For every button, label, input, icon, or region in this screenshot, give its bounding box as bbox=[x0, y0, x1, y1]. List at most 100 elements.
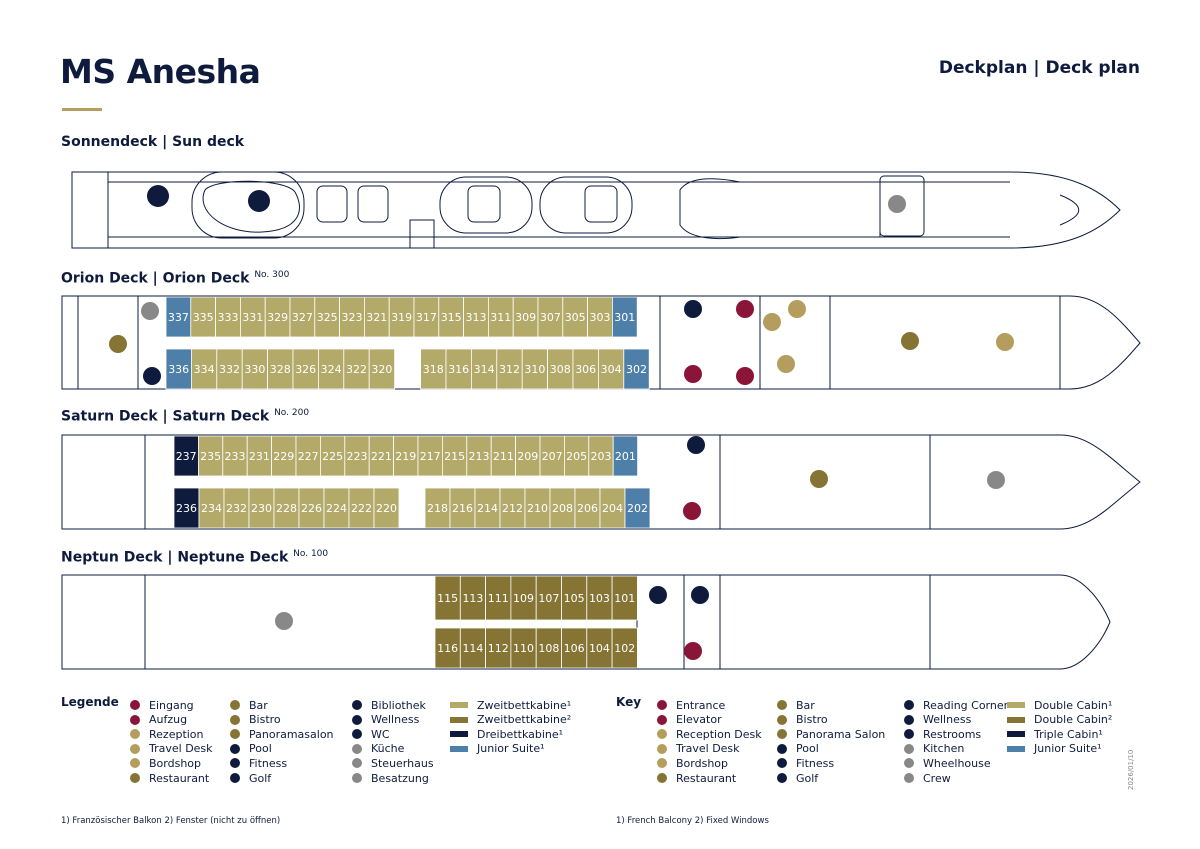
document-id: 2026/01/10 bbox=[1127, 749, 1135, 790]
legend-symbol-icon bbox=[657, 700, 667, 710]
legend-de-item: Junior Suite¹ bbox=[450, 742, 545, 756]
orion-cabin-321 bbox=[363, 296, 390, 338]
legend-de-item: Pool bbox=[230, 742, 272, 756]
legend-de-item: Rezeption bbox=[130, 727, 204, 741]
orion-cabin-number-313: 313 bbox=[466, 311, 487, 324]
neptun-cabin-number-107: 107 bbox=[538, 592, 559, 605]
legend-symbol-icon bbox=[230, 714, 240, 725]
saturn-cabin-number-214: 214 bbox=[477, 502, 498, 515]
neptun-cabin-number-109: 109 bbox=[513, 592, 534, 605]
saturn-cabin-224 bbox=[323, 487, 350, 529]
legend-label: Double Cabin¹ bbox=[1034, 698, 1113, 712]
orion-cabin-number-332: 332 bbox=[219, 363, 240, 376]
orion-cabin-305 bbox=[562, 296, 588, 338]
legend-en-item: Reading Corner bbox=[904, 698, 1008, 712]
legend-en-item: Fitness bbox=[777, 756, 834, 770]
bistro-icon bbox=[109, 335, 127, 353]
orion-cabin-320 bbox=[368, 348, 396, 390]
orion-cabin-number-305: 305 bbox=[565, 311, 586, 324]
orion-cabin-number-331: 331 bbox=[242, 311, 263, 324]
saturn-cabin-number-211: 211 bbox=[493, 450, 514, 463]
legend-en-item: Double Cabin¹ bbox=[1007, 698, 1112, 712]
neptun-cabin-104 bbox=[586, 627, 613, 669]
orion-cabin-308 bbox=[547, 348, 574, 390]
legend-symbol-icon bbox=[230, 700, 240, 710]
orion-cabin-315 bbox=[438, 296, 464, 338]
orion-cabin-number-327: 327 bbox=[292, 311, 313, 324]
orion-cabin-number-325: 325 bbox=[317, 311, 338, 324]
legend-cabin-swatch bbox=[1007, 731, 1025, 738]
legend-label: Küche bbox=[371, 742, 405, 756]
neptun-cabin-number-112: 112 bbox=[488, 642, 509, 655]
elevator-icon-3 bbox=[684, 642, 702, 660]
legend-cabin-swatch bbox=[450, 716, 468, 723]
orion-cabin-325 bbox=[314, 296, 340, 338]
saturn-cabin-218 bbox=[424, 487, 451, 529]
legend-de-item: Wellness bbox=[352, 713, 419, 727]
neptun-cabin-102 bbox=[611, 627, 638, 669]
saturn-cabin-number-202: 202 bbox=[627, 502, 648, 515]
legend-symbol-icon bbox=[657, 714, 667, 725]
legend-label: Panoramasalon bbox=[249, 727, 334, 741]
sun-deck-label: Sonnendeck | Sun deck bbox=[61, 134, 245, 150]
saturn-cabin-number-233: 233 bbox=[225, 450, 246, 463]
saturn-cabin-212 bbox=[499, 487, 526, 529]
saturn-cabin-215 bbox=[441, 435, 468, 477]
orion-cabin-301 bbox=[612, 296, 638, 338]
orion-cabin-number-321: 321 bbox=[366, 311, 387, 324]
neptun-cabin-number-108: 108 bbox=[538, 642, 559, 655]
legend-de-item: Travel Desk bbox=[130, 742, 213, 756]
orion-cabin-319 bbox=[388, 296, 415, 338]
saturn-cabin-number-232: 232 bbox=[226, 502, 247, 515]
legend-label: Golf bbox=[796, 771, 819, 785]
orion-cabin-number-304: 304 bbox=[601, 363, 622, 376]
legend-de-item: Zweitbettkabine¹ bbox=[450, 698, 571, 712]
legend-en-item: Wellness bbox=[904, 713, 971, 727]
legend-cabin-swatch bbox=[450, 745, 468, 752]
legend-de-item: WC bbox=[352, 727, 390, 741]
saturn-cabin-226 bbox=[298, 487, 325, 529]
legend-de-item: Dreibettkabine¹ bbox=[450, 727, 563, 741]
legend-cabin-swatch bbox=[450, 702, 468, 708]
footnote-de: 1) Französischer Balkon 2) Fenster (nich… bbox=[61, 816, 281, 826]
saturn-cabin-number-208: 208 bbox=[552, 502, 573, 515]
legend-title-en: Key bbox=[616, 695, 642, 709]
legend-symbol-icon bbox=[657, 773, 667, 783]
legend-label: Golf bbox=[249, 771, 272, 785]
orion-cabin-318 bbox=[420, 348, 447, 390]
saturn-cabin-number-209: 209 bbox=[517, 450, 538, 463]
orion-cabin-304 bbox=[598, 348, 625, 390]
sun-deck-outline bbox=[71, 171, 1121, 249]
wellness-icon bbox=[691, 586, 709, 604]
orion-cabin-number-333: 333 bbox=[218, 311, 239, 324]
saturn-cabin-203 bbox=[588, 435, 614, 477]
legend-symbol-icon bbox=[777, 714, 787, 725]
legend-label: Crew bbox=[923, 771, 951, 785]
orion-cabin-number-314: 314 bbox=[474, 363, 495, 376]
elevator-icon-2 bbox=[683, 502, 701, 520]
orion-cabin-311 bbox=[487, 296, 514, 338]
legend-title-de: Legende bbox=[61, 695, 119, 709]
orion-deck-outline bbox=[61, 295, 1141, 390]
saturn-cabin-number-201: 201 bbox=[615, 450, 636, 463]
sun-deck-seating bbox=[439, 176, 533, 234]
legend-label: Rezeption bbox=[149, 727, 204, 741]
saturn-cabin-number-234: 234 bbox=[201, 502, 222, 515]
legend-en-item: Pool bbox=[777, 742, 819, 756]
neptun-cabin-number-106: 106 bbox=[564, 642, 585, 655]
legend-cabin-swatch bbox=[1007, 716, 1025, 723]
legend-de-item: Zweitbettkabine² bbox=[450, 713, 571, 727]
sun-pool-area bbox=[191, 171, 305, 239]
reading-corner-icon bbox=[684, 300, 702, 318]
saturn-cabin-211 bbox=[490, 435, 517, 477]
bordshop-icon bbox=[788, 300, 806, 318]
saturn-cabin-216 bbox=[449, 487, 476, 529]
legend-label: Steuerhaus bbox=[371, 756, 434, 770]
saturn-cabin-202 bbox=[624, 487, 651, 529]
restrooms-icon-2 bbox=[687, 436, 705, 454]
saturn-cabin-204 bbox=[599, 487, 626, 529]
legend-label: Panorama Salon bbox=[796, 727, 886, 741]
neptun-cabin-number-105: 105 bbox=[564, 592, 585, 605]
legend-en-item: Entrance bbox=[657, 698, 725, 712]
legend-en-item: Junior Suite¹ bbox=[1007, 742, 1102, 756]
